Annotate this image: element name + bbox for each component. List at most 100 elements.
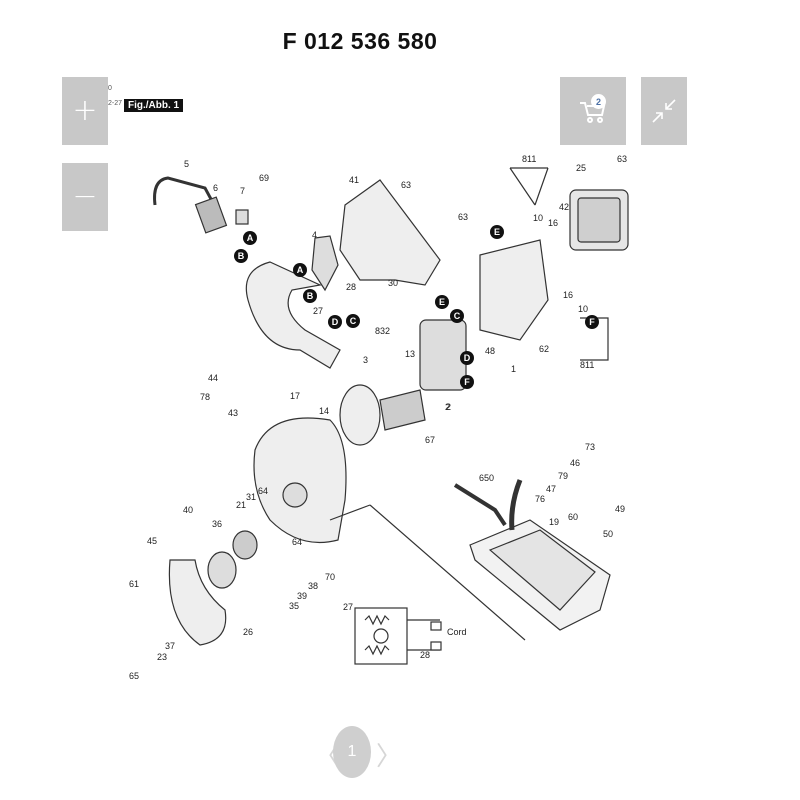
part-number-label: 2 <box>446 402 451 412</box>
part-number-label: 63 <box>458 212 468 222</box>
callout-letter: D <box>332 317 339 327</box>
collapse-icon <box>652 99 676 123</box>
part-number-label: 23 <box>157 652 167 662</box>
part-number-label: 41 <box>349 175 359 185</box>
callout-circle <box>460 375 474 389</box>
callout-circle <box>293 263 307 277</box>
part-number-label: 45 <box>147 536 157 546</box>
part-number-label: 50 <box>603 529 613 539</box>
callout-marker: C <box>450 309 464 323</box>
callout-letter: F <box>589 317 595 327</box>
part-number-label: 38 <box>308 581 318 591</box>
part-number-label: 60 <box>568 512 578 522</box>
corner-mark: 0 <box>108 85 112 92</box>
part-number-label: 10 <box>578 304 588 314</box>
part-number-label: 73 <box>585 442 595 452</box>
plus-icon: + <box>72 93 98 128</box>
callout-letter: B <box>238 251 245 261</box>
part-number-label: 811 <box>580 360 594 370</box>
document-title: F 012 536 580 <box>282 28 438 54</box>
part-number-label: 16 <box>563 290 573 300</box>
collapse-button[interactable] <box>641 77 687 145</box>
part-number-label: 31 <box>246 492 256 502</box>
part-number-label: 47 <box>546 484 556 494</box>
part-number-label: 650 <box>479 473 494 483</box>
part-number-label: 46 <box>570 458 580 468</box>
part-number-label: 10 <box>533 213 543 223</box>
callout-circle <box>346 314 360 328</box>
part-number-label: 21 <box>236 500 246 510</box>
current-page-indicator[interactable]: 1 <box>333 726 371 778</box>
part-number-label: 2 <box>445 402 450 412</box>
part-number-label: 42 <box>559 202 569 212</box>
cart-button[interactable]: 2 <box>560 77 626 145</box>
part-number-label: 3 <box>363 355 368 365</box>
callout-circle <box>303 289 317 303</box>
part-number-label: 69 <box>259 173 269 183</box>
part-number-label: 30 <box>388 278 398 288</box>
part-number-label: 63 <box>617 154 627 164</box>
callout-marker: D <box>328 315 342 329</box>
part-number-label: 811 <box>522 154 536 164</box>
callout-letter: A <box>247 233 254 243</box>
part-number-label: 17 <box>290 391 300 401</box>
part-number-label: 28 <box>420 650 430 660</box>
part-number-label: 40 <box>183 505 193 515</box>
callout-letter: E <box>494 227 500 237</box>
callout-marker: A <box>293 263 307 277</box>
callout-marker: D <box>460 351 474 365</box>
callout-marker: B <box>234 249 248 263</box>
callout-circle <box>328 315 342 329</box>
part-number-label: 1 <box>511 364 516 374</box>
callout-letter: F <box>464 377 470 387</box>
callout-letter: D <box>464 353 471 363</box>
part-number-label: 14 <box>319 406 329 416</box>
part-number-label: 78 <box>200 392 210 402</box>
callout-letter: C <box>350 316 357 326</box>
callout-marker: F <box>460 375 474 389</box>
callout-circle <box>450 309 464 323</box>
zoom-in-button[interactable]: + <box>62 77 108 145</box>
minus-icon: − <box>72 179 98 214</box>
part-number-label: 39 <box>297 591 307 601</box>
part-number-label: 27 <box>343 602 353 612</box>
part-number-label: 79 <box>558 471 568 481</box>
callout-letter: E <box>439 297 445 307</box>
part-number-label: 7 <box>240 186 245 196</box>
callout-marker: F <box>585 315 599 329</box>
part-number-label: 70 <box>325 572 335 582</box>
part-number-label: 832 <box>375 326 390 336</box>
part-number-label: 5 <box>184 159 189 169</box>
part-number-label: 13 <box>405 349 415 359</box>
cart-count-badge: 2 <box>591 94 606 109</box>
next-page-button[interactable]: 〉 <box>376 742 403 772</box>
part-number-label: 61 <box>129 579 139 589</box>
callout-circle <box>490 225 504 239</box>
part-number-label: 76 <box>535 494 545 504</box>
zoom-out-button[interactable]: − <box>62 163 108 231</box>
callout-marker: E <box>490 225 504 239</box>
part-number-label: 48 <box>485 346 495 356</box>
callout-marker: C <box>346 314 360 328</box>
callout-circle <box>243 231 257 245</box>
part-number-label: 26 <box>243 627 253 637</box>
part-number-label: 67 <box>425 435 435 445</box>
cord-label: Cord <box>447 627 467 637</box>
callout-circle <box>460 351 474 365</box>
part-number-label: 44 <box>208 373 218 383</box>
part-number-label: 49 <box>615 504 625 514</box>
callout-circle <box>234 249 248 263</box>
callout-circle <box>585 315 599 329</box>
part-number-label: 19 <box>549 517 559 527</box>
part-number-label: 43 <box>228 408 238 418</box>
part-number-label: 62 <box>539 344 549 354</box>
callout-marker: B <box>303 289 317 303</box>
part-number-label: 37 <box>165 641 175 651</box>
part-number-label: 36 <box>212 519 222 529</box>
part-number-label: 64 <box>258 486 268 496</box>
part-number-label: 25 <box>576 163 586 173</box>
part-number-label: 65 <box>129 671 139 681</box>
callout-circle <box>435 295 449 309</box>
part-number-label: 35 <box>289 601 299 611</box>
